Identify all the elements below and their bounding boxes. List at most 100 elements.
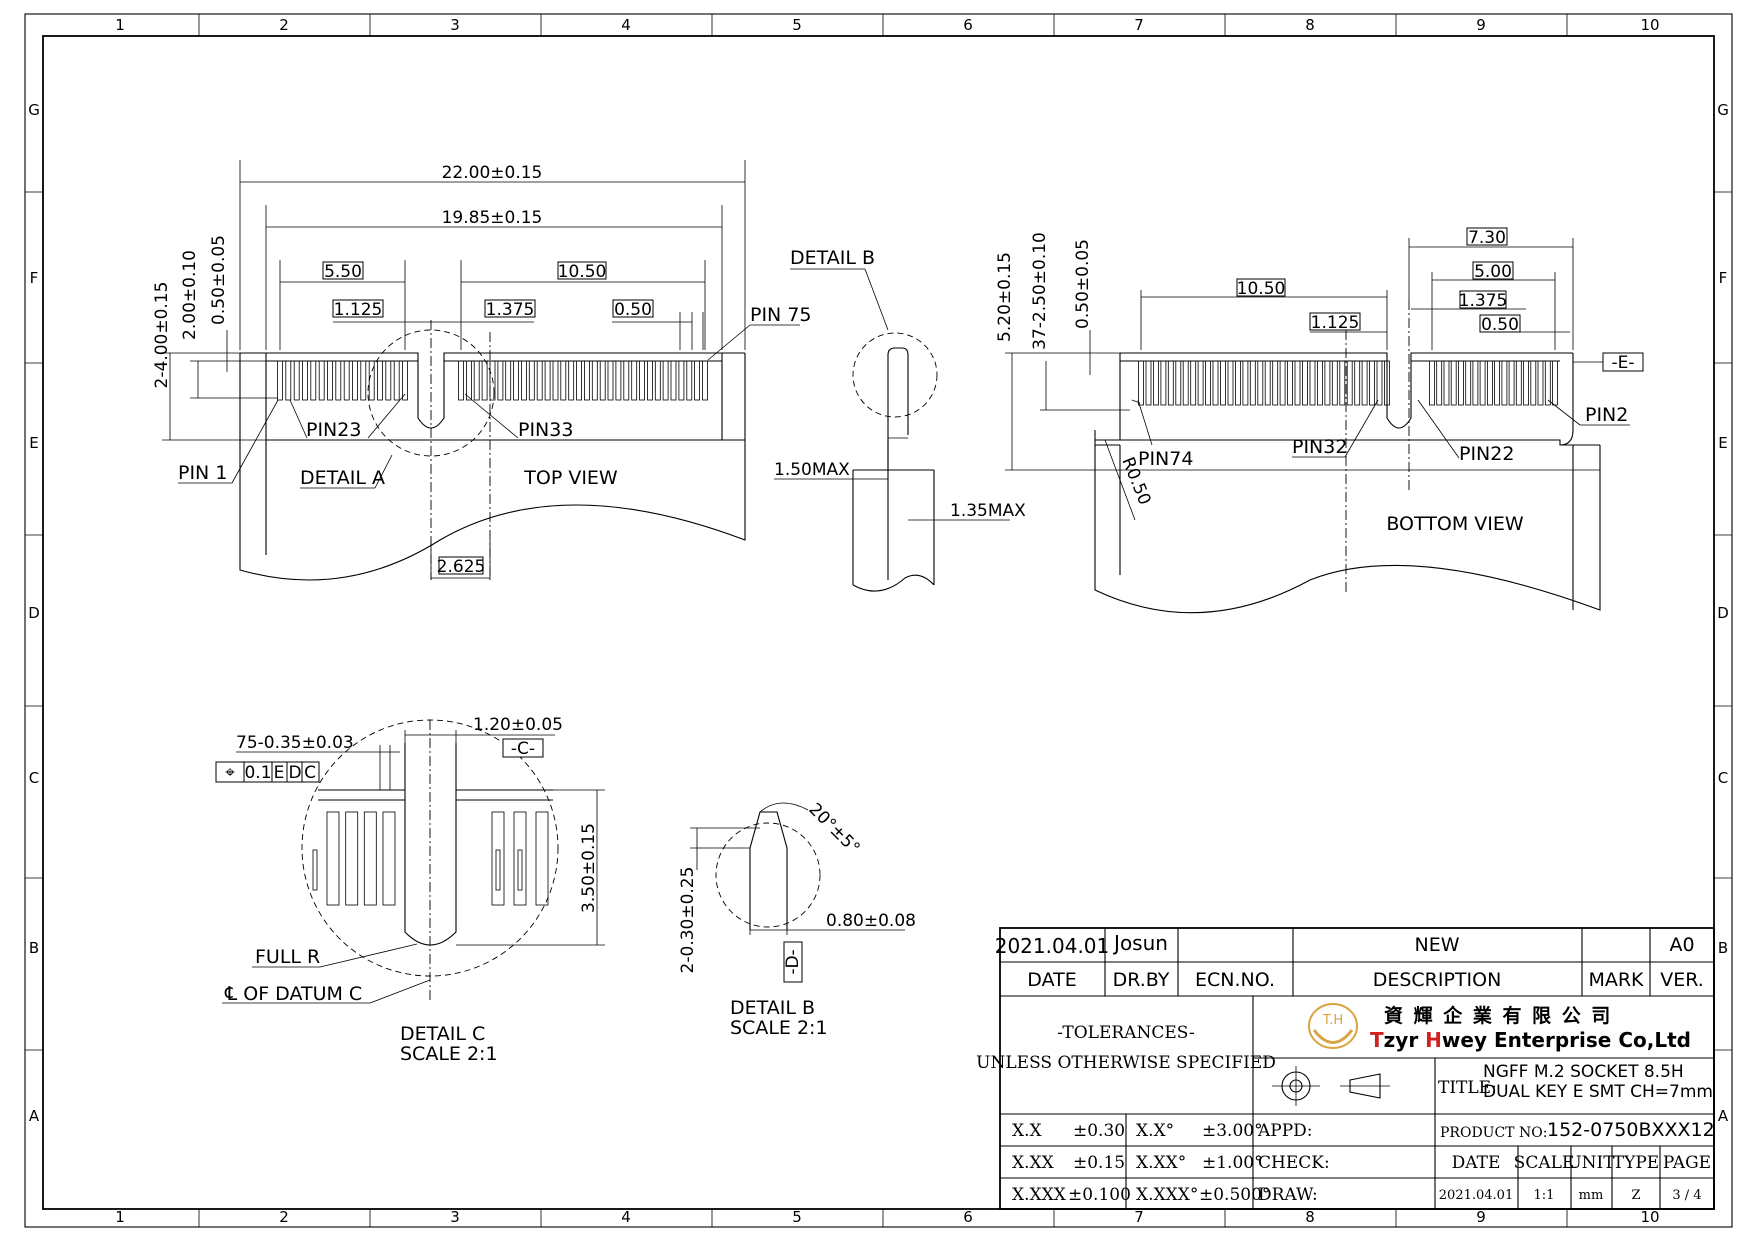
f-unit: UNIT — [1567, 1153, 1615, 1173]
col-label: 8 — [1305, 16, 1315, 34]
contact-pin — [576, 360, 582, 401]
contact-pin — [1472, 360, 1479, 406]
contact-pin — [1331, 360, 1338, 406]
pin-solder-tail — [517, 849, 523, 891]
dim-b-050: 0.50 — [1481, 315, 1519, 335]
contact-pin — [1287, 360, 1293, 406]
dim-135max: 1.35MAX — [950, 501, 1026, 521]
contact-pin — [1537, 360, 1544, 406]
contact-pin — [1197, 360, 1204, 406]
detail-b-zoom: 2-0.30±0.25 20°±5° 0.80±0.08 -D- DETAIL … — [678, 799, 916, 1039]
contact-pin — [1479, 360, 1486, 406]
bottom-view-caption: BOTTOM VIEW — [1386, 513, 1524, 535]
contact-pin — [1552, 360, 1558, 406]
contact-pin — [1436, 360, 1443, 406]
contact-pin — [310, 360, 317, 401]
rev-desc: NEW — [1414, 934, 1459, 956]
contact-pin — [535, 811, 549, 906]
contact-pin — [473, 360, 480, 401]
row-label: G — [28, 101, 40, 119]
contact-pin — [607, 360, 614, 401]
contact-pin — [1443, 360, 1450, 406]
contact-pin — [1487, 360, 1493, 406]
contact-pin — [654, 360, 661, 401]
col-label: 2 — [279, 16, 289, 34]
label-pin32: PIN32 — [1292, 436, 1347, 458]
row-label: B — [29, 939, 39, 957]
contact-pin — [662, 360, 669, 401]
contact-pin — [1257, 360, 1264, 406]
top-view-pins-right — [458, 360, 708, 401]
pin-solder-tail — [495, 849, 501, 891]
v-date: 2021.04.01 — [1439, 1188, 1513, 1203]
tol-r0-c3: ±3.00° — [1202, 1121, 1263, 1141]
row-label: E — [1718, 434, 1727, 452]
contact-pin — [491, 811, 505, 906]
contact-pin — [544, 360, 551, 401]
contact-pin — [560, 360, 567, 401]
contact-pin — [1508, 360, 1515, 406]
contact-pin — [1160, 360, 1167, 406]
dim-1375: 1.375 — [486, 300, 535, 320]
detail-a-circle — [367, 329, 495, 457]
tol-r2-c3: ±0.500° — [1199, 1185, 1270, 1205]
company-en-h: H — [1425, 1028, 1442, 1052]
logo-text: T.H — [1322, 1013, 1343, 1028]
col-label: 6 — [963, 1208, 973, 1226]
dim-1125: 1.125 — [334, 300, 383, 320]
contact-pin — [1317, 360, 1323, 406]
top-view: 22.00±0.15 19.85±0.15 5.50 10.50 1.125 1… — [152, 160, 812, 581]
label-datum-c-cl: ℄ OF DATUM C — [224, 983, 362, 1005]
title-line1: NGFF M.2 SOCKET 8.5H — [1483, 1062, 1684, 1082]
contact-pin — [639, 360, 645, 401]
contact-pin — [1302, 360, 1308, 406]
contact-pin — [631, 360, 638, 401]
fcf-datum-c: C — [304, 763, 316, 783]
dim-b-1375: 1.375 — [1459, 291, 1508, 311]
contact-pin — [293, 360, 300, 401]
dim-chamfer: 2-0.30±0.25 — [678, 867, 698, 974]
contact-pin — [670, 360, 677, 401]
dim-080: 0.80±0.08 — [826, 911, 916, 931]
tol-r1-c1: ±0.15 — [1073, 1153, 1125, 1173]
contact-pin — [1220, 360, 1226, 406]
col-label: 4 — [621, 16, 631, 34]
datum-d: -D- — [783, 949, 803, 974]
datum-e: -E- — [1611, 353, 1634, 373]
contact-pin — [1429, 360, 1435, 406]
dim-22: 22.00±0.15 — [442, 163, 543, 183]
tolerances-title: -TOLERANCES- — [1057, 1023, 1195, 1043]
dim-730: 7.30 — [1468, 228, 1506, 248]
title-line2: DUAL KEY E SMT CH=7mm — [1483, 1082, 1713, 1102]
title-label: TITLE: — [1438, 1078, 1497, 1098]
third-angle-projection-icon — [1272, 1066, 1390, 1106]
row-label: C — [1718, 769, 1728, 787]
row-label: A — [29, 1107, 40, 1125]
contact-pin — [1515, 360, 1522, 406]
contact-pin — [615, 360, 622, 401]
row-label: G — [1717, 101, 1729, 119]
contact-pin — [1182, 360, 1189, 406]
contact-pin — [599, 360, 606, 401]
zone-columns: 1 2 3 4 5 6 7 8 9 10 1 2 3 4 5 6 7 8 9 1… — [115, 14, 1660, 1227]
row-label: A — [1718, 1107, 1729, 1125]
top-view-pins-left — [277, 360, 408, 401]
contact-pin — [1145, 360, 1152, 406]
detail-b-caption: DETAIL B — [730, 997, 815, 1019]
col-label: 2 — [279, 1208, 289, 1226]
detail-b-scale: SCALE 2:1 — [730, 1017, 828, 1039]
rev-date: 2021.04.01 — [995, 934, 1110, 958]
fcf-datum-d: D — [288, 763, 301, 783]
contact-pin — [568, 360, 575, 401]
contact-pin — [481, 360, 488, 401]
contact-pin — [1235, 360, 1241, 406]
contact-pin — [591, 360, 598, 401]
dim-angle: 20°±5° — [804, 799, 863, 858]
detail-b-circle — [852, 332, 938, 418]
contact-pin — [1530, 360, 1537, 406]
row-label: C — [29, 769, 39, 787]
dim-v-050: 0.50±0.05 — [209, 235, 229, 325]
dim-b-1125: 1.125 — [1311, 313, 1360, 333]
top-view-caption: TOP VIEW — [523, 467, 618, 489]
contact-pin — [393, 360, 400, 401]
